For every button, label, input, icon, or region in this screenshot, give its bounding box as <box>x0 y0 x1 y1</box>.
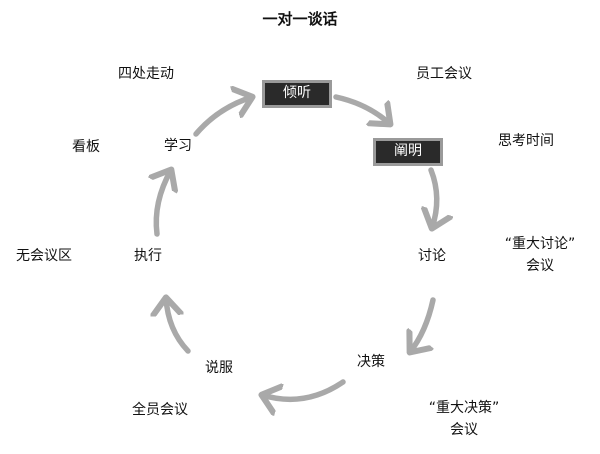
arrow-execute-to-learn <box>156 170 171 237</box>
arrow-discuss-to-decide <box>410 297 436 352</box>
step-listen-label: 倾听 <box>283 85 311 101</box>
step-clarify-label: 阐明 <box>394 143 422 159</box>
practice-no-meeting-zone: 无会议区 <box>16 248 72 264</box>
diagram-title: 一对一谈话 <box>262 10 338 28</box>
step-decide-label: 决策 <box>357 354 385 370</box>
practice-big-discussion: “重大讨论” 会议 <box>490 236 590 274</box>
step-listen-box: 倾听 <box>262 80 332 108</box>
practice-kanban: 看板 <box>72 139 100 155</box>
practice-all-hands: 全员会议 <box>132 402 188 418</box>
arrow-clarify-to-discuss <box>431 167 437 228</box>
practice-big-decision-line1: “重大决策” <box>428 400 500 416</box>
practice-big-discussion-line2: 会议 <box>526 258 554 274</box>
arrow-persuade-to-execute <box>166 298 191 354</box>
step-clarify-box: 阐明 <box>373 138 443 166</box>
step-persuade-label: 说服 <box>205 360 233 376</box>
arrow-learn-to-listen <box>193 97 252 137</box>
practice-walk-around: 四处走动 <box>118 66 174 82</box>
step-execute-label: 执行 <box>134 248 162 264</box>
practice-big-decision: “重大决策” 会议 <box>414 400 514 438</box>
practice-big-discussion-line1: “重大讨论” <box>504 236 576 252</box>
arrow-listen-to-clarify <box>333 94 390 124</box>
step-discuss-label: 讨论 <box>418 248 446 264</box>
practice-big-decision-line2: 会议 <box>450 422 478 438</box>
arrow-decide-to-persuade <box>262 379 346 399</box>
practice-staff-meeting: 员工会议 <box>416 66 472 82</box>
practice-think-time: 思考时间 <box>498 133 554 149</box>
step-learn-label: 学习 <box>164 138 192 154</box>
